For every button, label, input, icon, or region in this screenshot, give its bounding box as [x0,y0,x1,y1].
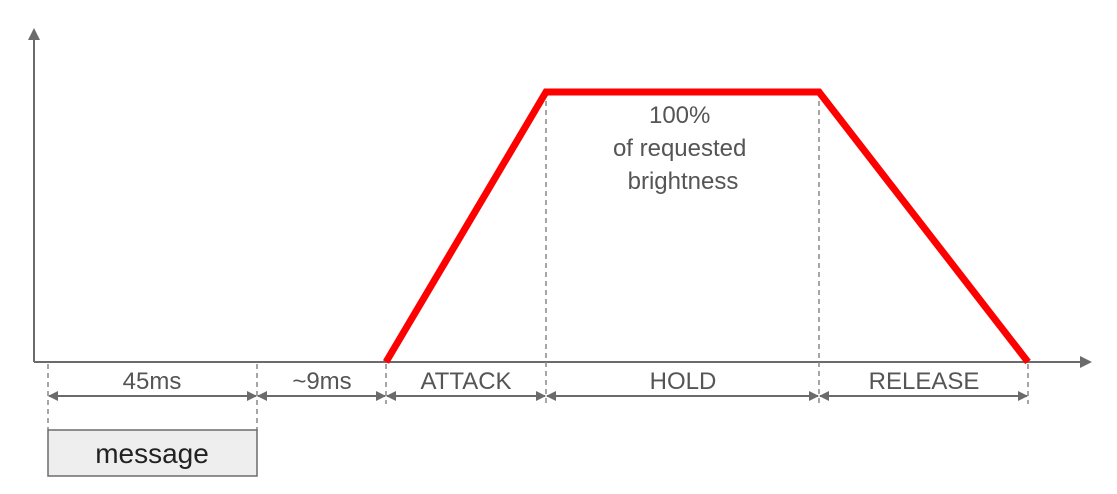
segment-label-45ms: 45ms [123,368,182,395]
guide-lines [47,92,1029,430]
brightness-envelope [382,88,1031,365]
message-box [47,429,258,477]
segment-label-attack: ATTACK [420,368,511,395]
hold-level-line-1: 100% [649,102,710,129]
hold-level-line-3: brightness [628,168,739,195]
segment-label-9ms: ~9ms [292,368,351,395]
segment-label-release: RELEASE [869,368,980,395]
hold-level-line-2: of requested [613,135,746,162]
message-label: message [95,438,209,469]
segment-label-hold: HOLD [650,368,717,395]
hold-level-label: 100% of requested brightness [613,102,753,195]
